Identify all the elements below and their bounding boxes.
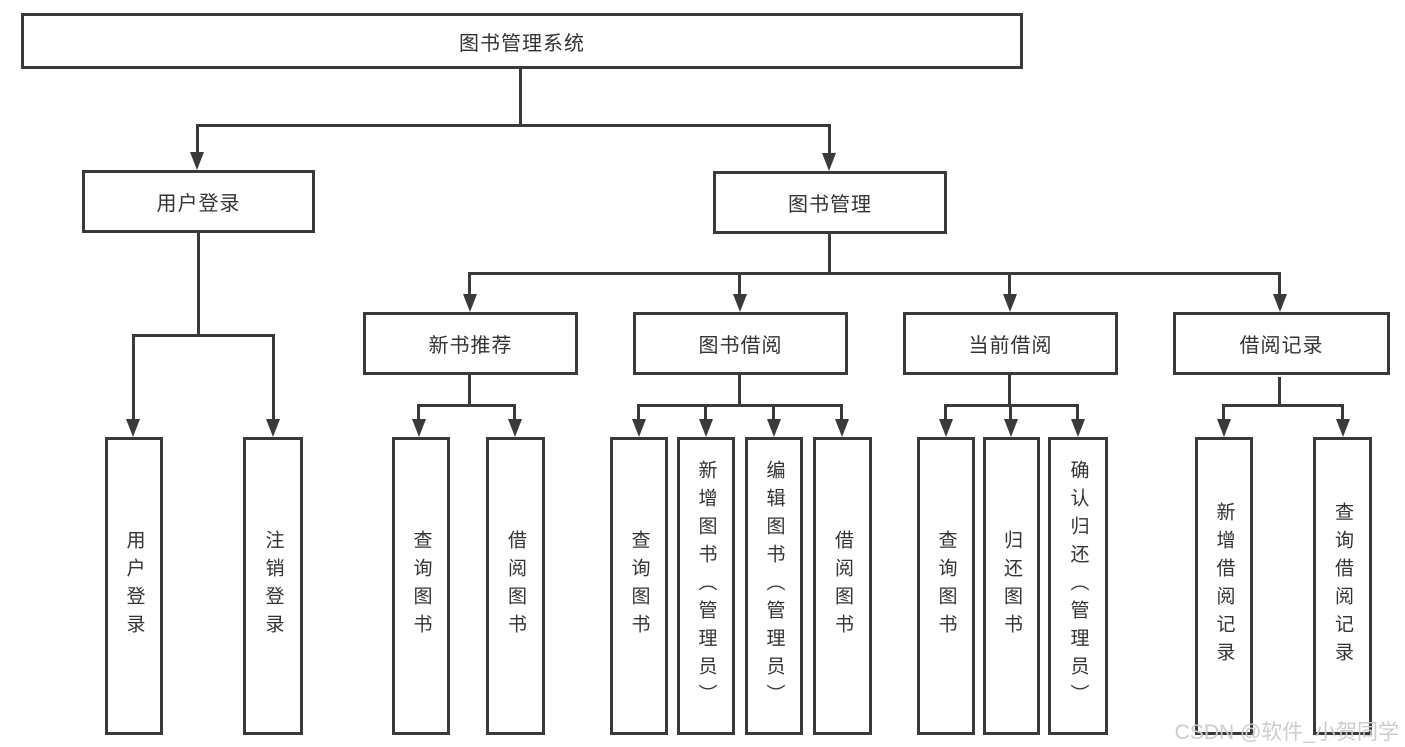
- arrow-down-icon: [1217, 419, 1231, 437]
- node-label: 新增图书（管理员）: [695, 460, 717, 712]
- node-label: 查询借阅记录: [1332, 502, 1353, 670]
- leaf-logout: 注销登录: [243, 437, 303, 735]
- connector-line: [197, 233, 200, 337]
- leaf-query-books-recommend: 查询图书: [392, 437, 450, 735]
- node-label: 借阅图书: [505, 530, 526, 642]
- node-label: 注销登录: [262, 530, 284, 642]
- arrow-down-icon: [508, 419, 522, 437]
- node-user-login: 用户登录: [82, 170, 315, 233]
- arrow-down-icon: [126, 419, 140, 437]
- connector-line: [196, 124, 831, 127]
- connector-line: [196, 124, 199, 154]
- connector-line: [468, 375, 471, 407]
- node-label: 借阅记录: [1239, 335, 1324, 357]
- leaf-query-books-borrowing: 查询图书: [610, 437, 668, 735]
- arrow-down-icon: [1071, 419, 1085, 437]
- arrow-down-icon: [733, 294, 747, 312]
- connector-line: [468, 272, 1281, 275]
- node-label: 当前借阅: [968, 335, 1053, 357]
- connector-line: [1008, 375, 1011, 407]
- node-label: 用户登录: [123, 530, 145, 642]
- leaf-query-borrow-record: 查询借阅记录: [1313, 437, 1372, 735]
- connector-line: [272, 334, 275, 420]
- arrow-down-icon: [632, 419, 646, 437]
- arrow-down-icon: [835, 419, 849, 437]
- connector-line: [637, 404, 843, 407]
- node-label: 图书管理: [788, 194, 872, 216]
- connector-line: [738, 272, 741, 296]
- node-label: 图书借阅: [698, 335, 783, 357]
- node-label: 借阅图书: [832, 530, 853, 642]
- connector-line: [132, 334, 135, 420]
- connector-line: [1009, 404, 1012, 421]
- arrow-down-icon: [190, 152, 204, 170]
- leaf-confirm-return-admin: 确认归还（管理员）: [1048, 437, 1108, 735]
- node-label: 图书管理系统: [459, 32, 585, 55]
- connector-line: [1222, 404, 1344, 407]
- leaf-user-login: 用户登录: [105, 437, 163, 735]
- arrow-down-icon: [1003, 294, 1017, 312]
- leaf-add-book-admin: 新增图书（管理员）: [677, 437, 735, 735]
- node-new-book-recommend: 新书推荐: [363, 312, 578, 375]
- leaf-borrow-books: 借阅图书: [813, 437, 872, 735]
- arrow-down-icon: [939, 419, 953, 437]
- connector-line: [417, 404, 516, 407]
- connector-line: [513, 404, 516, 421]
- node-borrow-records: 借阅记录: [1173, 312, 1390, 375]
- leaf-query-books-current: 查询图书: [917, 437, 975, 735]
- leaf-borrow-books-recommend: 借阅图书: [486, 437, 545, 735]
- arrow-down-icon: [1273, 294, 1287, 312]
- connector-line: [132, 334, 275, 337]
- connector-line: [468, 272, 471, 296]
- connector-line: [417, 404, 420, 421]
- node-label: 归还图书: [1001, 530, 1022, 642]
- leaf-add-borrow-record: 新增借阅记录: [1195, 437, 1253, 735]
- arrow-down-icon: [1336, 419, 1350, 437]
- connector-line: [944, 404, 947, 421]
- node-current-borrowing: 当前借阅: [903, 312, 1118, 375]
- connector-line: [704, 404, 707, 421]
- connector-line: [772, 404, 775, 421]
- connector-line: [519, 69, 522, 127]
- connector-line: [1341, 404, 1344, 421]
- node-label: 新书推荐: [428, 335, 513, 357]
- connector-line: [1278, 377, 1281, 407]
- arrow-down-icon: [412, 419, 426, 437]
- node-label: 查询图书: [410, 530, 432, 642]
- connector-line: [1076, 404, 1079, 421]
- node-label: 编辑图书（管理员）: [763, 460, 785, 712]
- connector-line: [1008, 272, 1011, 296]
- arrow-down-icon: [822, 153, 836, 171]
- connector-line: [1278, 272, 1281, 296]
- node-label: 确认归还（管理员）: [1067, 460, 1089, 712]
- node-label: 用户登录: [156, 193, 241, 215]
- node-label: 查询图书: [628, 530, 650, 642]
- connector-line: [828, 124, 831, 155]
- arrow-down-icon: [1004, 419, 1018, 437]
- node-book-borrowing: 图书借阅: [633, 312, 848, 375]
- arrow-down-icon: [266, 419, 280, 437]
- connector-line: [738, 375, 741, 407]
- arrow-down-icon: [463, 294, 477, 312]
- leaf-return-books: 归还图书: [983, 437, 1040, 735]
- node-library-system: 图书管理系统: [21, 13, 1023, 69]
- leaf-edit-book-admin: 编辑图书（管理员）: [745, 437, 803, 735]
- arrow-down-icon: [699, 419, 713, 437]
- connector-line: [840, 404, 843, 421]
- connector-line: [1222, 404, 1225, 421]
- node-label: 新增借阅记录: [1213, 502, 1235, 670]
- connector-line: [637, 404, 640, 421]
- arrow-down-icon: [767, 419, 781, 437]
- watermark: CSDN @软件_小贺同学: [1174, 721, 1399, 744]
- connector-line: [828, 234, 831, 275]
- node-label: 查询图书: [935, 530, 957, 642]
- node-book-management: 图书管理: [713, 171, 947, 234]
